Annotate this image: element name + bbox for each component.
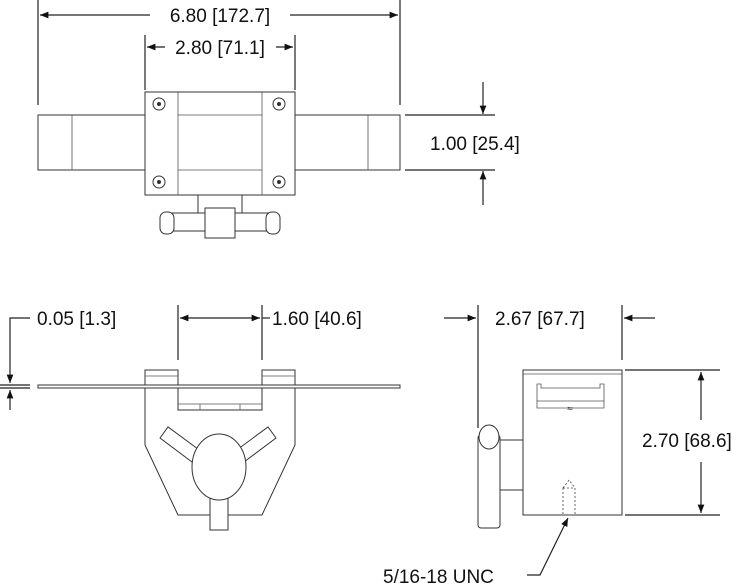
dim-text: 0.05 [1.3] bbox=[37, 309, 116, 330]
dim-text: 2.67 [67.7] bbox=[495, 309, 585, 330]
dimension-overall-length: 6.80 [172.7] bbox=[37, 0, 401, 105]
dim-text: 1.60 [40.6] bbox=[272, 309, 362, 330]
thread-callout: 5/16-18 UNC bbox=[383, 517, 569, 586]
dimension-side-height: 2.70 [68.6] bbox=[625, 369, 732, 516]
front-view bbox=[37, 369, 401, 531]
top-view bbox=[37, 91, 401, 239]
dim-text: 6.80 [172.7] bbox=[170, 6, 270, 27]
side-view: ≈ bbox=[477, 369, 623, 529]
dimension-side-depth: 2.67 [67.7] bbox=[444, 305, 655, 428]
dimension-block-width: 2.80 [71.1] bbox=[144, 35, 296, 90]
svg-text:≈: ≈ bbox=[567, 404, 574, 413]
dimension-bar-height: 1.00 [25.4] bbox=[405, 82, 520, 205]
dim-text: 1.00 [25.4] bbox=[430, 134, 520, 155]
dimension-plate-thickness: 0.05 [1.3] bbox=[0, 309, 116, 410]
callout-text: 5/16-18 UNC bbox=[383, 567, 494, 586]
screw-hole-icon bbox=[152, 97, 286, 189]
wing-knob-icon bbox=[159, 426, 277, 531]
dim-text: 2.80 [71.1] bbox=[175, 38, 265, 59]
knob-top bbox=[159, 194, 281, 239]
dimension-slot-width: 1.60 [40.6] bbox=[177, 305, 362, 360]
dim-text: 2.70 [68.6] bbox=[642, 431, 732, 452]
